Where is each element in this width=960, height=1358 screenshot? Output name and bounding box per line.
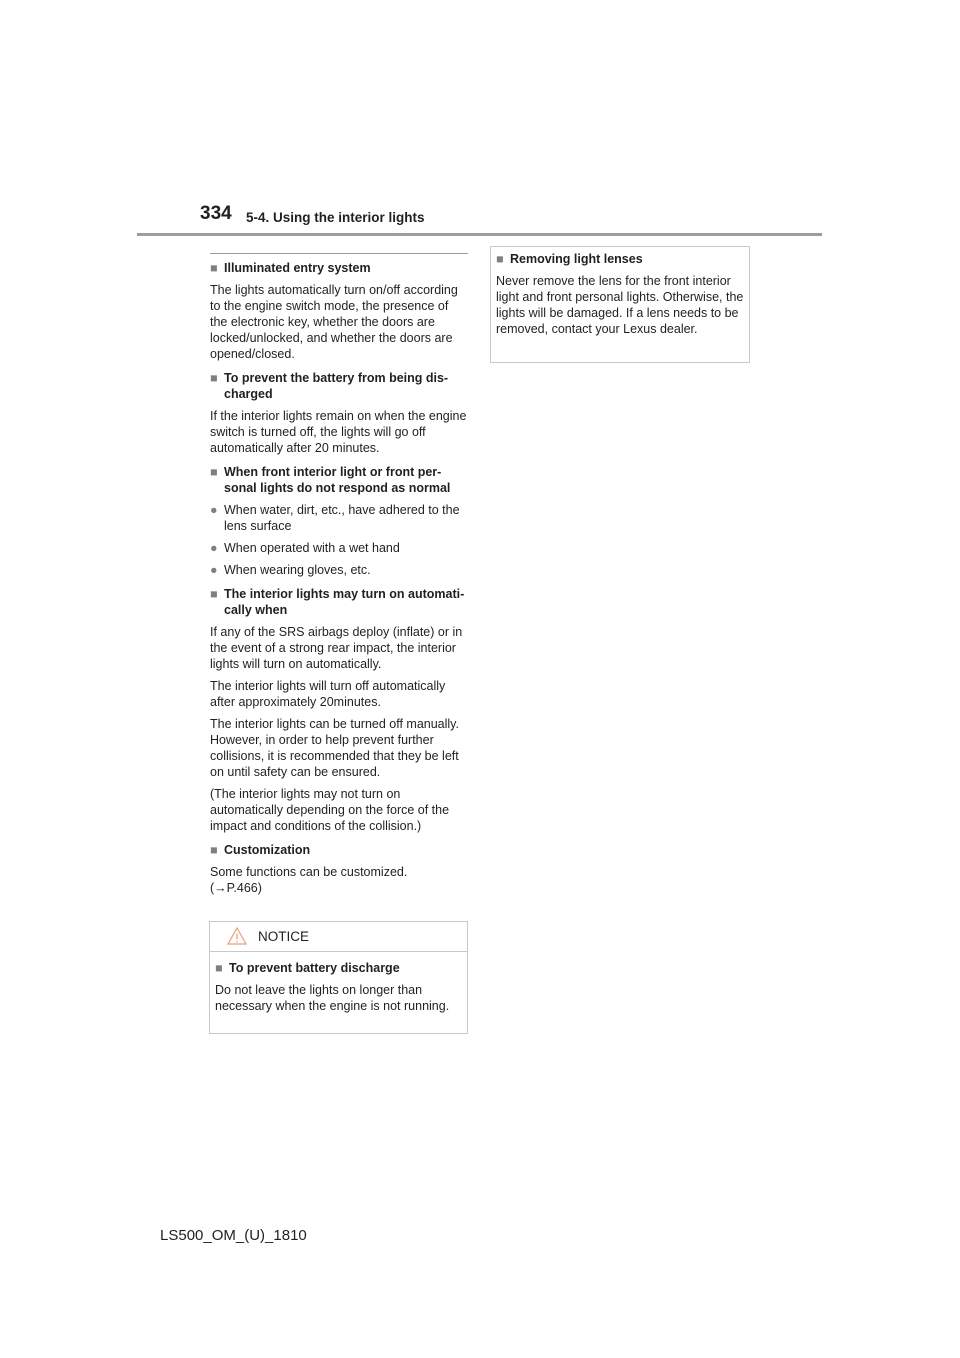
square-bullet-icon: ■ [210, 843, 218, 857]
square-bullet-icon: ■ [210, 465, 218, 479]
square-bullet-icon: ■ [210, 587, 218, 601]
page-number: 334 [200, 203, 232, 224]
square-bullet-icon: ■ [210, 261, 218, 275]
text-battery-discharge: Do not leave the lights on longer than n… [215, 983, 450, 1013]
page-reference-link[interactable]: (→P.466) [210, 881, 262, 895]
text-auto-on-3: The interior lights can be turned off ma… [210, 717, 459, 779]
heading-not-respond: ■ When front interior light or front per… [210, 465, 451, 495]
notice-body: ■ To prevent battery discharge Do not le… [210, 952, 467, 1014]
heading-removing-lenses: ■ Removing light lenses [496, 252, 643, 266]
square-bullet-icon: ■ [210, 371, 218, 385]
text-auto-on-4: (The interior lights may not turn on aut… [210, 787, 450, 833]
list-item: ● When operated with a wet hand [210, 541, 400, 555]
heading-battery: ■ To prevent the battery from being dis-… [210, 371, 449, 401]
heading-illuminated-entry: ■ Illuminated entry system [210, 261, 371, 275]
heading-customization: ■ Customization [210, 843, 311, 857]
round-bullet-icon: ● [210, 503, 218, 517]
square-bullet-icon: ■ [496, 252, 504, 266]
text-removing-lenses: Never remove the lens for the front inte… [496, 274, 744, 336]
text-customization: Some functions can be customized. (→P.46… [210, 865, 408, 895]
heading-auto-on: ■ The interior lights may turn on automa… [210, 587, 465, 617]
text-battery: If the interior lights remain on when th… [210, 409, 467, 455]
header-rule [137, 233, 822, 236]
document-code: LS500_OM_(U)_1810 [160, 1227, 307, 1244]
text-illuminated-entry: The lights automatically turn on/off acc… [210, 283, 458, 361]
notice-label: NOTICE [258, 929, 310, 944]
notice-box: NOTICE ■ To prevent battery discharge Do… [209, 921, 468, 1034]
warning-icon [227, 927, 247, 945]
list-item: ● When water, dirt, etc., have adhered t… [210, 503, 460, 533]
section-title: 5-4. Using the interior lights [246, 210, 425, 225]
list-item: ● When wearing gloves, etc. [210, 563, 371, 577]
text-auto-on-2: The interior lights will turn off automa… [210, 679, 446, 709]
notice-header: NOTICE [210, 922, 467, 952]
column-top-rule [210, 253, 468, 254]
round-bullet-icon: ● [210, 541, 218, 555]
arrow-right-icon: → [214, 881, 227, 895]
text-auto-on-1: If any of the SRS airbags deploy (inflat… [210, 625, 463, 671]
square-bullet-icon: ■ [215, 961, 223, 975]
left-column: ■ Illuminated entry system The lights au… [210, 253, 468, 896]
round-bullet-icon: ● [210, 563, 218, 577]
removing-lenses-box: ■ Removing light lenses Never remove the… [490, 246, 750, 363]
heading-battery-discharge: ■ To prevent battery discharge [215, 961, 400, 975]
